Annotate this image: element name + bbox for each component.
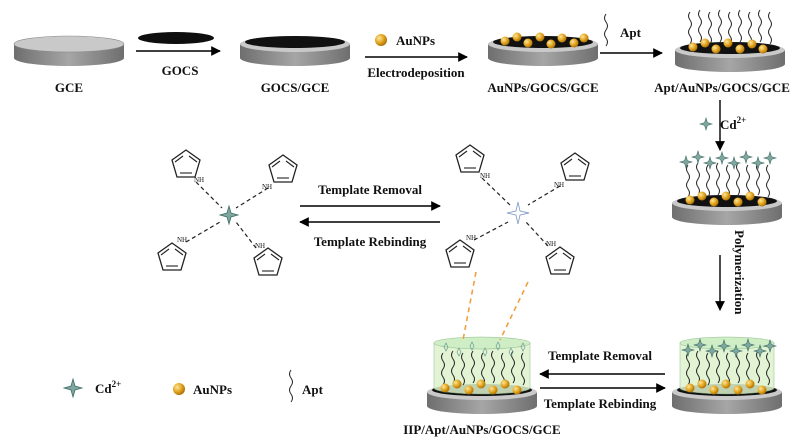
pyrrole-ring (455, 144, 485, 173)
gocs-sheet (138, 32, 214, 44)
label-gce: GCE (55, 80, 83, 95)
svg-text:NH: NH (466, 234, 476, 242)
legend-cd-icon (63, 378, 83, 398)
label-electrodeposition: Electrodeposition (367, 65, 465, 80)
label-cd-step: Cd2+ (720, 115, 746, 132)
legend-apt-label: Apt (302, 382, 324, 397)
aunp-cluster (500, 32, 589, 49)
label-template-removal-bottom: Template Removal (548, 348, 652, 363)
pyrrole-ring (157, 242, 187, 271)
electrode-gocs-gce (240, 36, 350, 66)
electrode-cd-bound (672, 150, 782, 225)
label-aunps-gocs-gce: AuNPs/GOCS/GCE (487, 80, 598, 95)
zoom-line-right (499, 281, 529, 341)
svg-text:NH: NH (194, 176, 204, 184)
pyrrole-ring (171, 149, 201, 178)
cd-template (219, 205, 239, 225)
apt-icon (604, 13, 608, 47)
svg-text:NH: NH (177, 236, 187, 244)
legend: Cd2+ AuNPs Apt (63, 369, 324, 403)
electrode-gce (13, 35, 125, 66)
svg-text:NH: NH (546, 240, 556, 248)
pyrrole-ring (268, 154, 298, 183)
complex-template-removed: NH NH NH NH (445, 144, 590, 275)
electrode-aunps-gocs-gce (488, 32, 598, 66)
label-gocs: GOCS (162, 63, 199, 78)
label-template-rebinding-bottom: Template Rebinding (544, 396, 657, 411)
svg-text:NH: NH (480, 172, 490, 180)
label-aunps-step: AuNPs (396, 33, 435, 48)
electrode-polymer-with-cd (672, 336, 782, 414)
svg-text:NH: NH (554, 181, 564, 189)
legend-aunp-icon (173, 383, 185, 395)
electrode-iip (427, 336, 537, 414)
legend-cd-label: Cd2+ (95, 379, 121, 396)
zoom-line-left (462, 271, 477, 341)
label-polymerization: Polymerization (732, 230, 747, 315)
legend-aunps-label: AuNPs (193, 382, 232, 397)
electrode-apt-aunps (675, 9, 785, 72)
legend-apt-icon (289, 369, 293, 403)
label-apt-step: Apt (620, 25, 642, 40)
cd-icon (699, 117, 713, 131)
label-apt-aunps-gocs-gce: Apt/AuNPs/GOCS/GCE (654, 80, 790, 95)
label-template-removal-top: Template Removal (318, 182, 422, 197)
label-iip: IIP/Apt/AuNPs/GOCS/GCE (403, 422, 560, 437)
complex-with-template: NH NH NH NH (157, 149, 298, 276)
pyrrole-ring (253, 247, 283, 276)
label-gocs-gce: GOCS/GCE (261, 80, 330, 95)
cavity-outline (506, 201, 530, 225)
svg-text:NH: NH (262, 183, 272, 191)
svg-text:NH: NH (255, 242, 265, 250)
aptamer-strands (688, 9, 772, 45)
aunp-icon (375, 34, 387, 46)
pyrrole-ring (545, 246, 575, 275)
pyrrole-ring (560, 152, 590, 181)
pyrrole-ring (445, 239, 475, 268)
label-template-rebinding-top: Template Rebinding (314, 234, 427, 249)
